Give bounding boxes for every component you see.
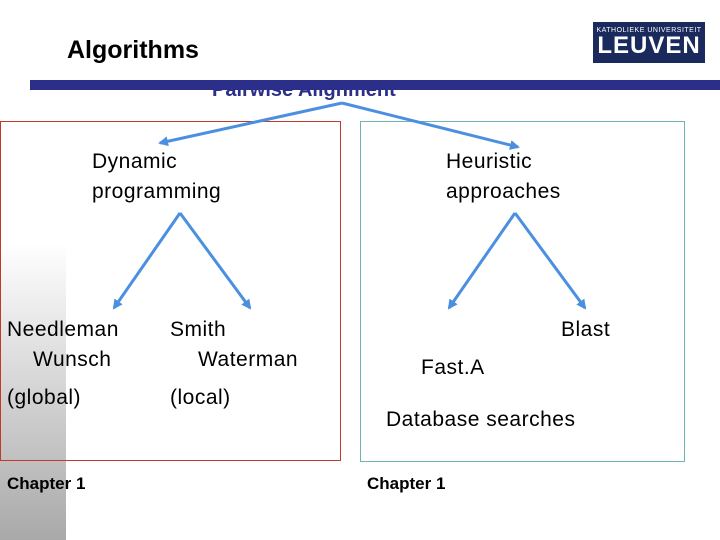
needleman-line1: Needleman	[7, 318, 119, 341]
database-searches-label: Database searches	[386, 408, 576, 431]
heuristic-approaches-label: Heuristic approaches	[446, 147, 561, 207]
arrow-root-to-heuristic	[341, 101, 520, 150]
heuristic-line1: Heuristic	[446, 150, 533, 173]
slide-title: Algorithms	[67, 36, 199, 64]
university-logo: KATHOLIEKE UNIVERSITEIT LEUVEN	[593, 22, 705, 63]
logo-main-text: LEUVEN	[597, 32, 701, 59]
smith-waterman-label: Smith Waterman	[170, 315, 298, 375]
heuristic-line2: approaches	[446, 180, 561, 203]
needleman-line2: Wunsch	[33, 348, 112, 371]
smith-local-note: (local)	[170, 386, 231, 409]
needleman-wunsch-label: Needleman Wunsch	[7, 315, 119, 375]
dynamic-line2: programming	[92, 180, 222, 203]
smith-line2: Waterman	[198, 348, 299, 371]
heuristic-approaches-box	[360, 121, 685, 462]
blast-label: Blast	[561, 318, 611, 341]
arrow-heuristic-to-blast	[513, 212, 587, 310]
footer-left-chapter: Chapter 1	[7, 474, 86, 493]
dynamic-programming-label: Dynamic programming	[92, 147, 221, 207]
dynamic-programming-box	[0, 121, 341, 461]
arrow-heuristic-to-fasta	[447, 212, 517, 310]
title-rule	[30, 80, 720, 90]
footer-right-chapter: Chapter 1	[367, 474, 446, 493]
arrow-root-to-dynamic	[158, 101, 343, 147]
arrow-dynamic-to-needleman	[112, 212, 182, 310]
root-node-label: Pairwise Alignment	[212, 79, 396, 101]
logo-top-text: KATHOLIEKE UNIVERSITEIT	[596, 27, 702, 34]
arrow-dynamic-to-smith	[178, 212, 252, 310]
dynamic-line1: Dynamic	[92, 150, 178, 173]
fasta-label: Fast.A	[421, 356, 485, 379]
smith-line1: Smith	[170, 318, 227, 341]
needleman-global-note: (global)	[7, 386, 82, 409]
left-gradient-strip	[0, 0, 66, 540]
